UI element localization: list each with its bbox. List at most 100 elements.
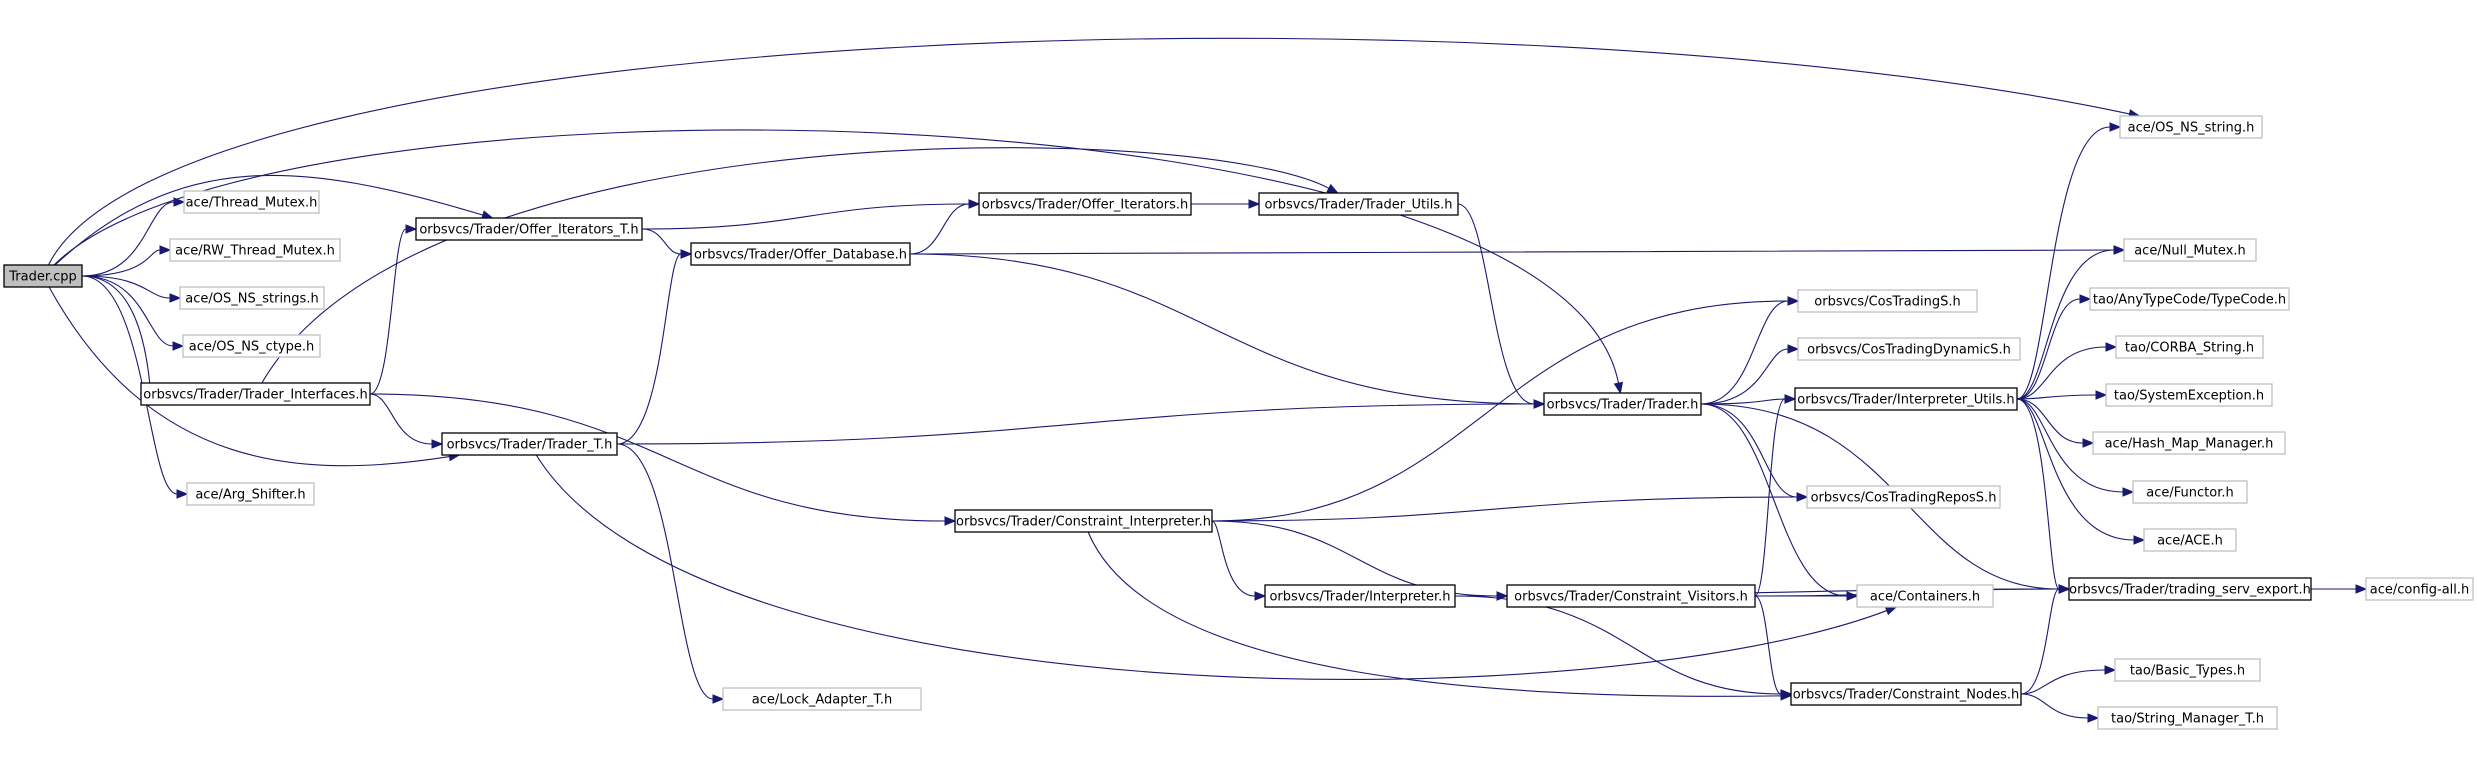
edge-trader_cpp-to-thread_mutex [81, 201, 175, 277]
node-box [179, 286, 325, 310]
node-label: ace/Thread_Mutex.h [186, 196, 318, 211]
node-label: orbsvcs/Trader/Interpreter.h [1269, 590, 1450, 605]
arrowhead-trader_interfaces-to-constraint_interpreter [944, 516, 957, 526]
node-offer-iterators-t[interactable]: orbsvcs/Trader/Offer_Iterators_T.h [415, 217, 643, 241]
node-string-manager-t: tao/String_Manager_T.h [2097, 706, 2278, 730]
node-box [1794, 387, 2018, 411]
node-box [2089, 287, 2290, 311]
node-os-ns-ctype: ace/OS_NS_ctype.h [182, 334, 321, 358]
arrowhead-interpreter_utils-to-system_exception [2095, 390, 2108, 400]
edge-constraint_nodes-to-basic_types [2020, 669, 2106, 695]
node-box [1797, 337, 2021, 361]
node-box [1543, 392, 1702, 416]
edge-trader_cpp-to-trader_h [53, 129, 1620, 384]
arrowhead-constraint_nodes-to-string_manager_t [2087, 713, 2100, 723]
edge-trader_cpp-to-offer_iterators_t [54, 174, 484, 266]
node-box [2365, 577, 2474, 601]
node-trading-serv-export[interactable]: orbsvcs/Trader/trading_serv_export.h [2068, 577, 2312, 601]
arrowhead-constraint_interpreter-to-cos_trading_repos_s [1796, 492, 1809, 502]
node-functor: ace/Functor.h [2132, 480, 2248, 504]
node-trader-cpp[interactable]: Trader.cpp [3, 264, 83, 288]
node-trader-interfaces[interactable]: orbsvcs/Trader/Trader_Interfaces.h [140, 382, 371, 406]
node-box [182, 334, 321, 358]
arrowhead-trader_interfaces-to-trader_t [431, 439, 444, 449]
arrowhead-constraint_interpreter-to-interpreter [1254, 591, 1267, 601]
node-label: Trader.cpp [8, 270, 77, 285]
node-label: ace/Lock_Adapter_T.h [752, 693, 892, 708]
arrowhead-interpreter_utils-to-hash_map_manager [2082, 438, 2095, 448]
node-box [978, 192, 1192, 216]
edge-trader_h-to-cos_trading_repos_s [1700, 403, 1798, 498]
arrowhead-trader_cpp-to-rw_thread_mutex [159, 245, 172, 255]
node-trader-utils[interactable]: orbsvcs/Trader/Trader_Utils.h [1258, 192, 1459, 216]
node-label: tao/CORBA_String.h [2125, 341, 2254, 356]
node-interpreter-utils[interactable]: orbsvcs/Trader/Interpreter_Utils.h [1794, 387, 2018, 411]
node-label: orbsvcs/CosTradingDynamicS.h [1807, 343, 2011, 358]
edges-layer [47, 37, 2368, 723]
node-trader-h[interactable]: orbsvcs/Trader/Trader.h [1543, 392, 1702, 416]
edge-constraint_interpreter-to-interpreter [1211, 520, 1256, 597]
node-label: ace/RW_Thread_Mutex.h [175, 244, 335, 259]
node-label: orbsvcs/Trader/Offer_Iterators.h [982, 198, 1188, 213]
edge-interpreter_utils-to-corba_string [2016, 346, 2107, 400]
node-box [722, 687, 922, 711]
edge-trader_h-to-cos_trading_dynamic_s [1700, 348, 1789, 405]
node-box [1264, 584, 1456, 608]
node-containers: ace/Containers.h [1856, 584, 1994, 608]
node-box [140, 382, 371, 406]
edge-interpreter_utils-to-os_ns_string [2016, 126, 2111, 400]
arrowhead-trader_t-to-offer_database [680, 249, 693, 259]
arrowhead-interpreter_utils-to-null_mutex [2113, 245, 2126, 255]
node-cos-trading-dynamic-s: orbsvcs/CosTradingDynamicS.h [1797, 337, 2021, 361]
node-label: ace/ACE.h [2157, 534, 2223, 549]
arrowhead-constraint_nodes-to-basic_types [2104, 665, 2117, 675]
node-box [954, 509, 1213, 533]
node-interpreter[interactable]: orbsvcs/Trader/Interpreter.h [1264, 584, 1456, 608]
node-box [2123, 238, 2257, 262]
arrowhead-constraint_visitors-to-containers [1846, 591, 1859, 601]
node-constraint-visitors[interactable]: orbsvcs/Trader/Constraint_Visitors.h [1506, 584, 1756, 608]
arrowhead-trader_t-to-trader_h [1533, 399, 1546, 409]
node-label: tao/Basic_Types.h [2130, 664, 2245, 679]
edge-offer_database-to-null_mutex [909, 249, 2115, 255]
node-cos-trading-repos-s: orbsvcs/CosTradingReposS.h [1806, 485, 2001, 509]
edge-constraint_nodes-to-string_manager_t [2020, 693, 2089, 719]
arrowhead-constraint_interpreter-to-cos_trading_s [1787, 296, 1800, 306]
node-label: ace/Functor.h [2146, 486, 2233, 501]
node-box [441, 432, 618, 456]
arrowhead-trader_cpp-to-thread_mutex [173, 197, 186, 207]
node-any-type-code: tao/AnyTypeCode/TypeCode.h [2089, 287, 2290, 311]
edge-constraint_visitors-to-constraint_nodes [1754, 595, 1782, 695]
node-box [2119, 115, 2263, 139]
node-offer-iterators[interactable]: orbsvcs/Trader/Offer_Iterators.h [978, 192, 1192, 216]
arrowhead-offer_database-to-offer_iterators [968, 199, 981, 209]
node-constraint-nodes[interactable]: orbsvcs/Trader/Constraint_Nodes.h [1790, 682, 2022, 706]
node-label: orbsvcs/Trader/Interpreter_Utils.h [1797, 393, 2014, 408]
node-label: ace/Hash_Map_Manager.h [2105, 437, 2274, 452]
arrowhead-trader_h-to-cos_trading_dynamic_s [1787, 344, 1800, 354]
edge-interpreter_utils-to-any_type_code [2016, 298, 2081, 400]
node-offer-database[interactable]: orbsvcs/Trader/Offer_Database.h [690, 242, 911, 266]
edge-trader_h-to-interpreter_utils [1700, 398, 1786, 405]
node-label: orbsvcs/Trader/Offer_Database.h [694, 248, 907, 263]
node-corba-string: tao/CORBA_String.h [2115, 335, 2264, 359]
arrowhead-trader_t-to-lock_adapter_t [712, 694, 725, 704]
node-box [1790, 682, 2022, 706]
node-box [1506, 584, 1756, 608]
node-label: ace/OS_NS_ctype.h [189, 340, 315, 355]
node-box [1258, 192, 1459, 216]
node-trader-t[interactable]: orbsvcs/Trader/Trader_T.h [441, 432, 618, 456]
node-box [2092, 431, 2286, 455]
edge-offer_iterators_t-to-offer_database [641, 228, 682, 255]
arrowhead-offer_iterators-to-trader_utils [1248, 199, 1261, 209]
nodes-layer: Trader.cpp ace/Thread_Mutex.h ace/RW_Threa… [3, 115, 2474, 730]
node-box [1856, 584, 1994, 608]
node-null-mutex: ace/Null_Mutex.h [2123, 238, 2257, 262]
node-basic-types: tao/Basic_Types.h [2114, 658, 2261, 682]
arrowhead-trader_cpp-to-os_ns_ctype [172, 341, 185, 351]
node-constraint-interpreter[interactable]: orbsvcs/Trader/Constraint_Interpreter.h [954, 509, 1213, 533]
edge-trader_cpp-to-os_ns_string [47, 37, 2130, 266]
edge-constraint_interpreter-to-constraint_nodes [1087, 531, 1782, 697]
node-label: orbsvcs/Trader/Constraint_Visitors.h [1514, 590, 1748, 605]
node-rw-thread-mutex: ace/RW_Thread_Mutex.h [169, 238, 341, 262]
